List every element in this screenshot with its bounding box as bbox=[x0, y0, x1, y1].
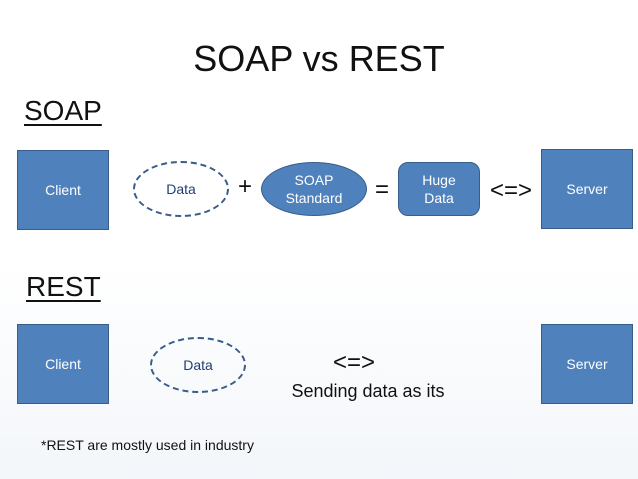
soap-server-label: Server bbox=[566, 181, 608, 197]
equals-sign: = bbox=[374, 176, 389, 203]
soap-client-label: Client bbox=[45, 182, 81, 198]
soap-standard-ellipse: SOAP Standard bbox=[261, 162, 367, 216]
footnote: *REST are mostly used in industry bbox=[41, 437, 254, 453]
soap-data-ellipse: Data bbox=[133, 161, 229, 217]
huge-data-line2: Data bbox=[424, 190, 454, 206]
rest-data-label: Data bbox=[183, 357, 213, 373]
rest-client-box: Client bbox=[17, 324, 109, 404]
rest-server-box: Server bbox=[541, 324, 633, 404]
soap-data-label: Data bbox=[166, 181, 196, 197]
plus-sign: + bbox=[237, 173, 252, 200]
rest-exchange-arrow: <=> bbox=[332, 349, 376, 376]
rest-client-label: Client bbox=[45, 356, 81, 372]
huge-data-line1: Huge bbox=[422, 172, 456, 188]
soap-standard-line2: Standard bbox=[285, 190, 343, 206]
soap-exchange-arrow: <=> bbox=[489, 177, 533, 204]
rest-heading: REST bbox=[26, 271, 101, 302]
huge-data-box: Huge Data bbox=[398, 162, 480, 216]
soap-heading: SOAP bbox=[24, 95, 102, 126]
rest-caption: Sending data as its bbox=[291, 381, 445, 401]
soap-standard-line1: SOAP bbox=[294, 172, 334, 188]
rest-data-ellipse: Data bbox=[150, 337, 246, 393]
soap-client-box: Client bbox=[17, 150, 109, 230]
soap-server-box: Server bbox=[541, 149, 633, 229]
slide-title: SOAP vs REST bbox=[193, 38, 445, 79]
rest-server-label: Server bbox=[566, 356, 608, 372]
